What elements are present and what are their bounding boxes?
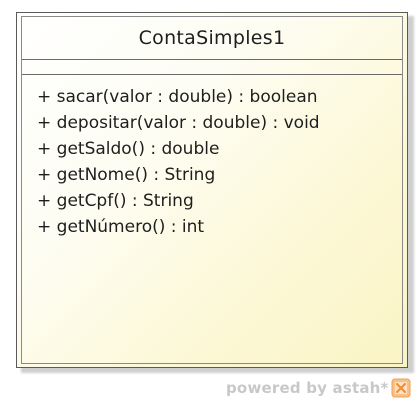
operation-get-cpf: + getCpf() : String	[37, 191, 194, 211]
operation-depositar: + depositar(valor : double) : void	[37, 113, 320, 133]
watermark-text: powered by astah*	[226, 379, 389, 397]
uml-class-box[interactable]: ContaSimples1 + sacar(valor : double) : …	[16, 12, 408, 368]
operation-get-saldo: + getSaldo() : double	[37, 139, 220, 159]
class-inner-frame: ContaSimples1 + sacar(valor : double) : …	[21, 16, 403, 364]
operation-get-nome: + getNome() : String	[37, 165, 216, 185]
attributes-compartment	[22, 60, 402, 75]
astah-watermark: powered by astah*	[226, 378, 411, 398]
operation-sacar: + sacar(valor : double) : boolean	[37, 87, 318, 107]
operation-get-numero: + getNúmero() : int	[37, 217, 205, 237]
astah-logo-icon	[391, 378, 411, 398]
class-name-compartment: ContaSimples1	[22, 17, 402, 60]
class-name: ContaSimples1	[138, 27, 286, 49]
